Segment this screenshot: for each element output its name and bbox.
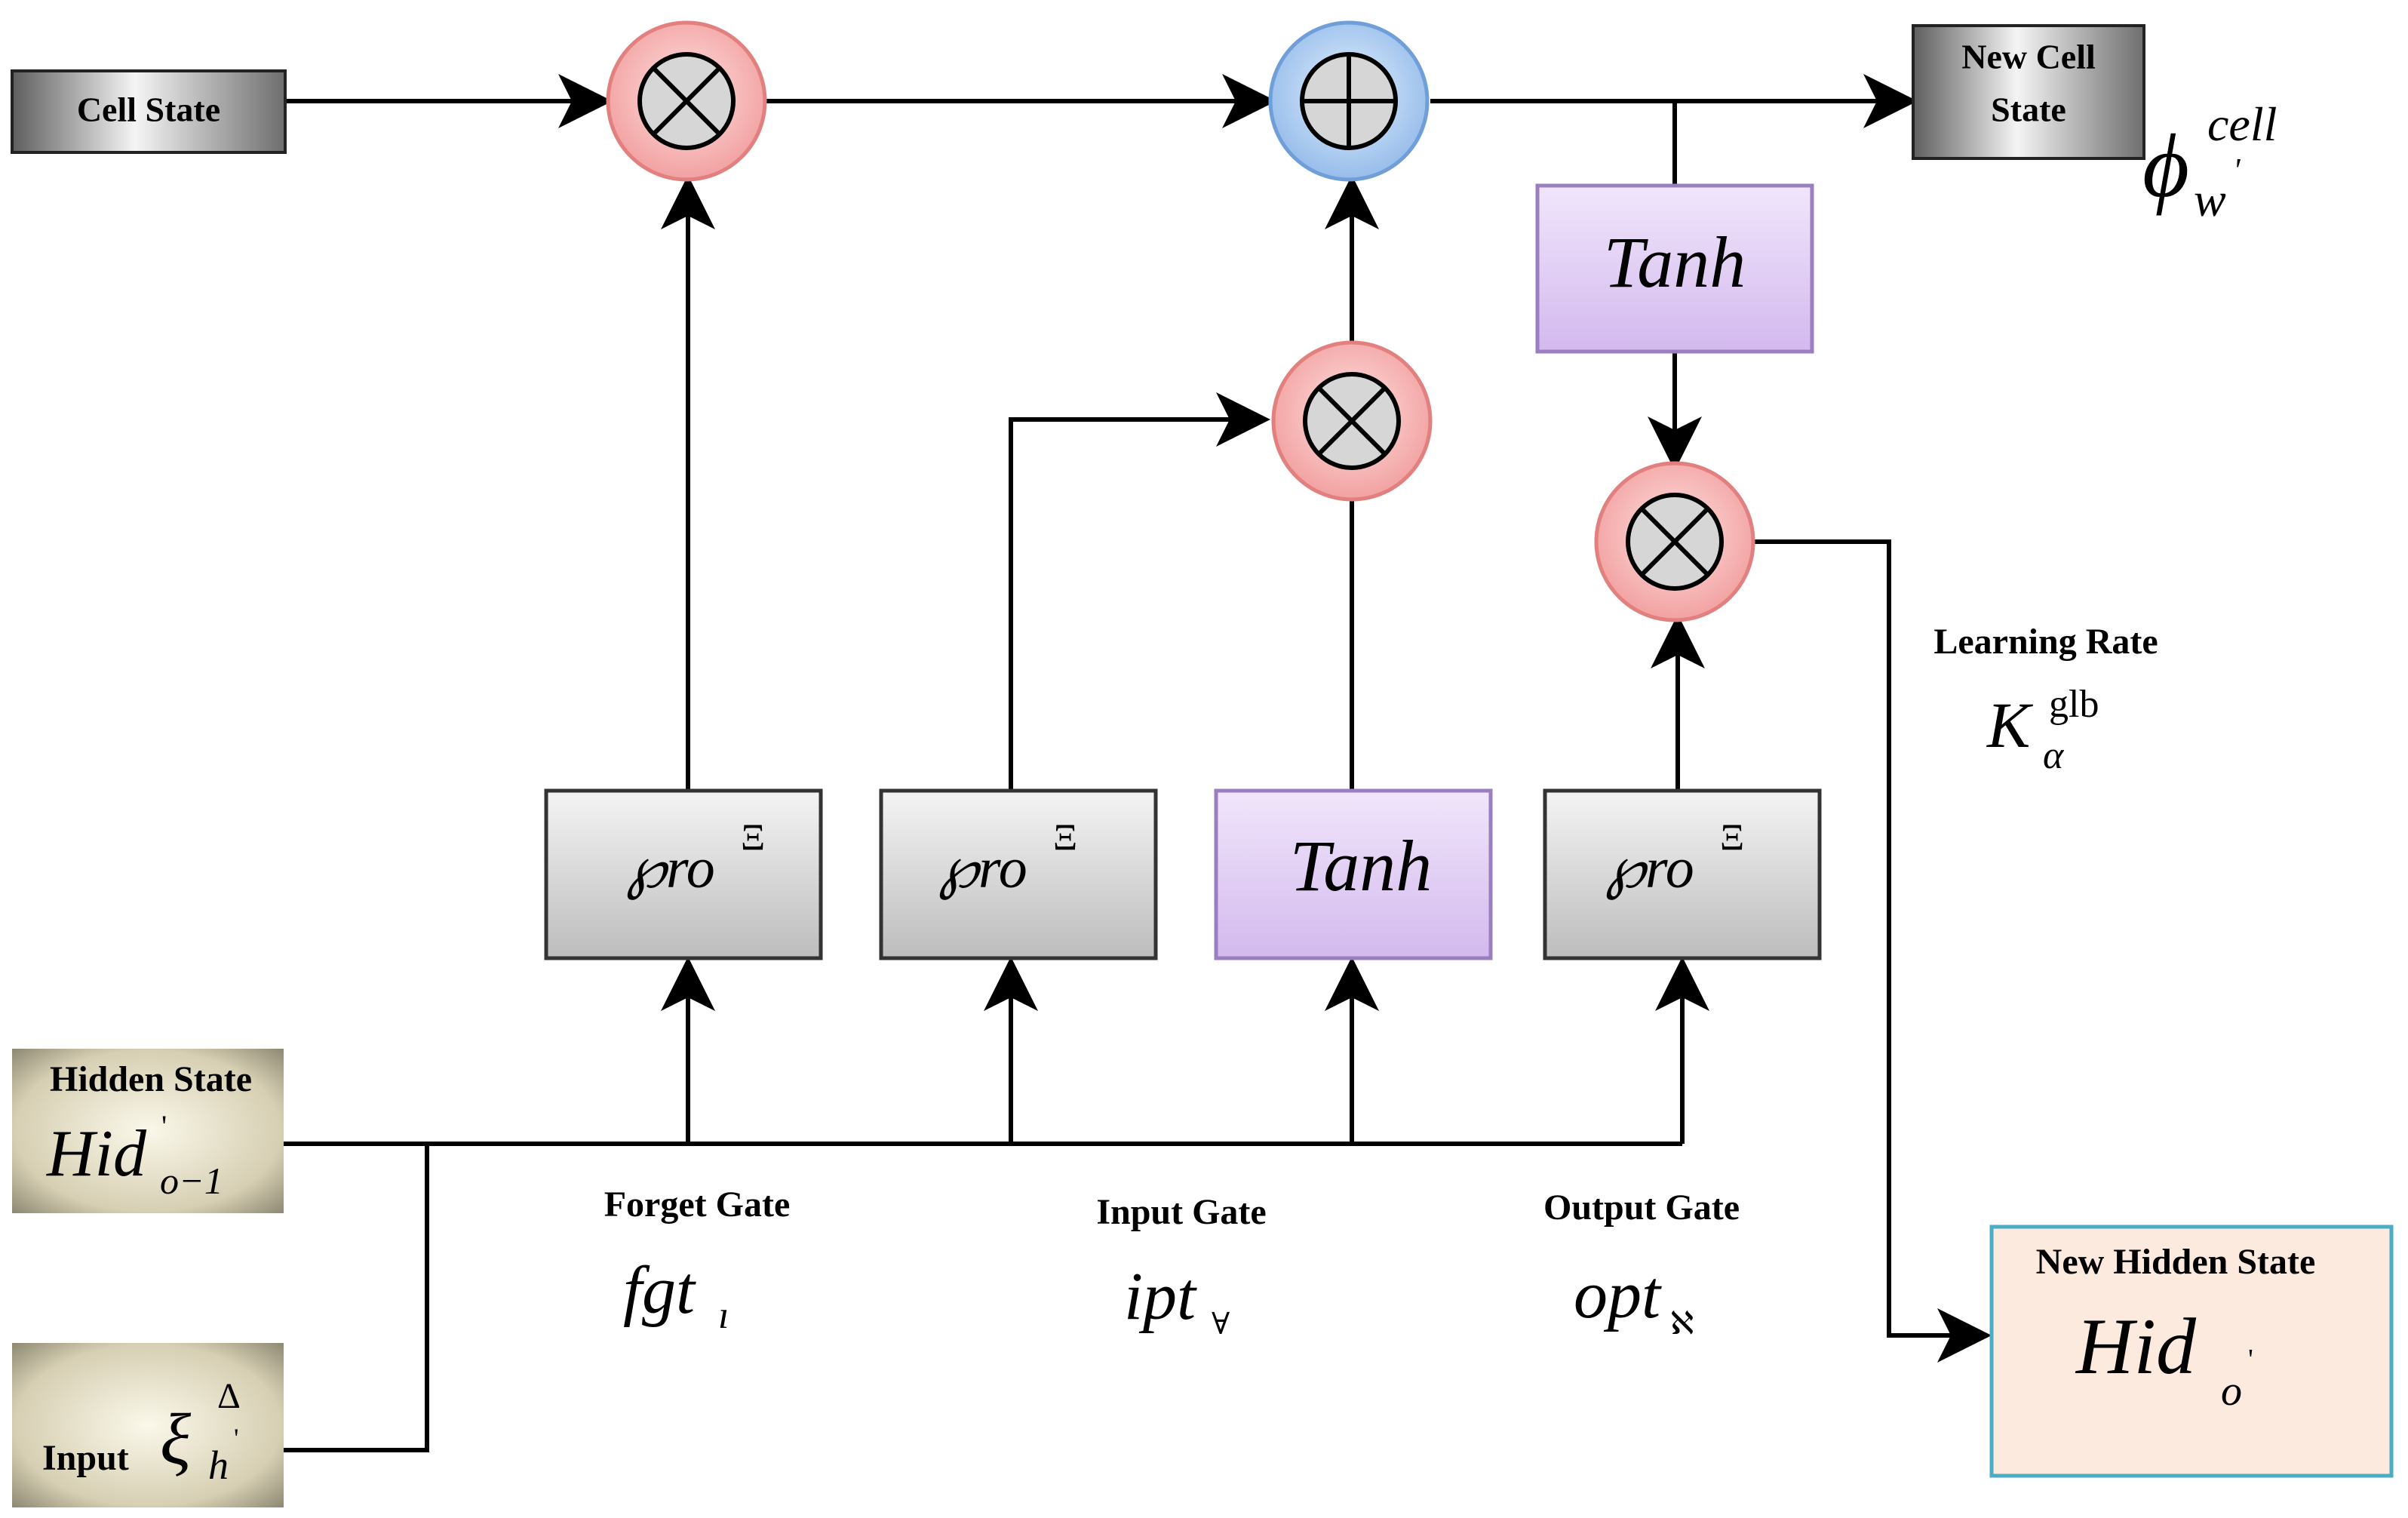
phi-symbol: ϕ bbox=[2142, 115, 2189, 216]
multiply-node-input bbox=[1271, 340, 1433, 502]
output-gate-label: Output Gate bbox=[1543, 1188, 1740, 1228]
input-subscript: h bbox=[208, 1443, 229, 1488]
learning-rate-label: Learning Rate bbox=[1933, 622, 2158, 662]
forget-activation-symbol: ℘ro bbox=[626, 837, 715, 900]
forget-gate-caption: Forget Gate fgt ı bbox=[604, 1185, 791, 1337]
edge-input-to-bus bbox=[284, 1144, 429, 1452]
phi-subscript-prime: ' bbox=[2233, 152, 2241, 189]
new-hidden-state-box: New Hidden State Hid o ' bbox=[1989, 1225, 2394, 1478]
add-node bbox=[1268, 20, 1430, 182]
output-activation-superscript: Ξ bbox=[1720, 816, 1744, 858]
input-symbol: ξ bbox=[160, 1399, 192, 1480]
learning-rate-symbol: K bbox=[1986, 689, 2034, 761]
output-gate-symbol: opt bbox=[1574, 1258, 1662, 1332]
output-gate-subscript: ℵ bbox=[1670, 1307, 1694, 1341]
learning-rate-caption: Learning Rate K glb α bbox=[1933, 622, 2158, 777]
input-gate-label: Input Gate bbox=[1096, 1192, 1266, 1232]
input-activation-symbol: ℘ro bbox=[938, 837, 1027, 900]
new-hidden-state-subscript-prime: ' bbox=[2248, 1344, 2253, 1375]
multiply-node-output bbox=[1594, 461, 1755, 622]
phi-superscript: cell bbox=[2207, 97, 2277, 151]
input-gate-symbol: ipt bbox=[1124, 1259, 1197, 1334]
new-cell-state-label-line1: New Cell bbox=[1961, 38, 2096, 76]
input-gate-activation-box: ℘ro Ξ bbox=[879, 788, 1158, 960]
hidden-state-superscript: ' bbox=[161, 1109, 167, 1143]
forget-gate-activation-box: ℘ro Ξ bbox=[544, 788, 823, 960]
new-cell-state-symbol: ϕ cell w ' bbox=[2142, 97, 2277, 226]
cell-state-box: Cell State bbox=[11, 69, 287, 154]
new-hidden-state-subscript: o bbox=[2221, 1368, 2242, 1415]
edge-mult3-to-newhidden bbox=[1755, 539, 1992, 1363]
hidden-state-symbol: Hid bbox=[46, 1117, 147, 1191]
new-hidden-state-symbol: Hid bbox=[2075, 1302, 2197, 1390]
input-gate-caption: Input Gate ipt ∀ bbox=[1096, 1192, 1266, 1341]
input-superscript: Δ bbox=[217, 1376, 241, 1416]
input-gate-subscript: ∀ bbox=[1212, 1307, 1230, 1341]
input-box: Input ξ Δ h ' bbox=[12, 1343, 284, 1507]
hidden-state-label: Hidden State bbox=[50, 1059, 252, 1099]
output-gate-activation-box: ℘ro Ξ bbox=[1543, 788, 1822, 960]
input-subscript-prime: ' bbox=[234, 1423, 239, 1453]
hidden-state-subscript: o−1 bbox=[160, 1160, 223, 1202]
input-activation-superscript: Ξ bbox=[1053, 816, 1077, 858]
forget-gate-label: Forget Gate bbox=[604, 1185, 791, 1225]
hidden-state-box: Hidden State Hid ' o−1 bbox=[12, 1049, 284, 1213]
input-label: Input bbox=[42, 1438, 129, 1478]
new-hidden-state-label: New Hidden State bbox=[2036, 1242, 2316, 1282]
learning-rate-subscript: α bbox=[2043, 734, 2065, 777]
edge-input-to-mult2 bbox=[1009, 392, 1270, 789]
new-cell-state-box: New Cell State bbox=[1912, 24, 2145, 160]
tanh-box-cell: Tanh bbox=[1535, 183, 1814, 354]
new-cell-state-label-line2: State bbox=[1991, 91, 2066, 129]
cell-state-label: Cell State bbox=[77, 91, 220, 129]
output-activation-symbol: ℘ro bbox=[1605, 837, 1694, 900]
tanh-candidate-label: Tanh bbox=[1290, 825, 1433, 906]
output-gate-caption: Output Gate opt ℵ bbox=[1543, 1188, 1740, 1341]
phi-subscript: w bbox=[2194, 173, 2226, 226]
forget-gate-symbol: fgt bbox=[623, 1253, 696, 1328]
forget-activation-superscript: Ξ bbox=[741, 816, 765, 858]
multiply-node-forget bbox=[606, 20, 767, 182]
tanh-box-candidate: Tanh bbox=[1214, 788, 1493, 960]
forget-gate-subscript: ı bbox=[718, 1294, 729, 1337]
connectors bbox=[284, 74, 1992, 1452]
learning-rate-superscript: glb bbox=[2049, 683, 2099, 726]
tanh-cell-label: Tanh bbox=[1604, 222, 1746, 303]
